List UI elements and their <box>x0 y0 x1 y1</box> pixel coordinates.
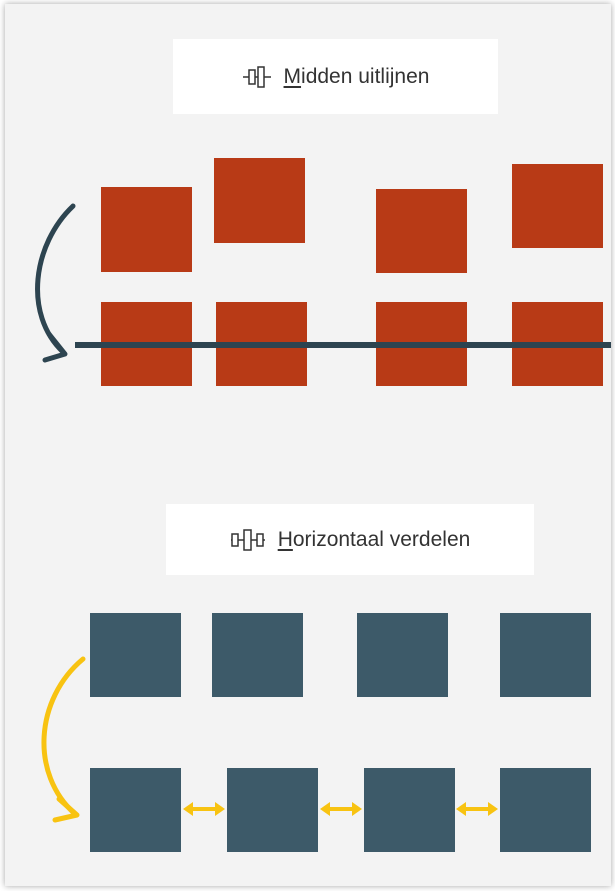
distribute-arrowhead <box>52 796 80 823</box>
distributed-shape <box>90 768 181 852</box>
undistributed-shape <box>90 613 181 697</box>
unaligned-shape <box>214 158 305 243</box>
illustration-panel: Midden uitlijnen Horizontaal verdelen <box>5 4 611 886</box>
undistributed-shape <box>212 613 303 697</box>
unaligned-shape <box>512 164 603 248</box>
align-middle-command: Midden uitlijnen <box>173 39 498 114</box>
distributed-shape <box>500 768 591 852</box>
distribute-horizontally-icon <box>230 528 266 551</box>
distribute-horizontally-command: Horizontaal verdelen <box>166 504 534 575</box>
distribute-horizontally-label: Horizontaal verdelen <box>277 527 471 551</box>
distribute-transition-arrow <box>41 656 86 817</box>
undistributed-shape <box>357 613 448 697</box>
align-arrowhead <box>42 331 68 363</box>
distributed-shape <box>364 768 455 852</box>
unaligned-shape <box>376 189 467 273</box>
align-transition-arrow <box>35 203 76 355</box>
spacing-arrow <box>183 802 225 816</box>
distributed-shape <box>227 768 318 852</box>
spacing-arrow <box>320 802 362 816</box>
align-middle-label: Midden uitlijnen <box>283 64 430 88</box>
unaligned-shape <box>101 187 192 272</box>
spacing-arrow <box>456 802 498 816</box>
align-middle-icon <box>242 65 272 88</box>
undistributed-shape <box>500 613 591 697</box>
